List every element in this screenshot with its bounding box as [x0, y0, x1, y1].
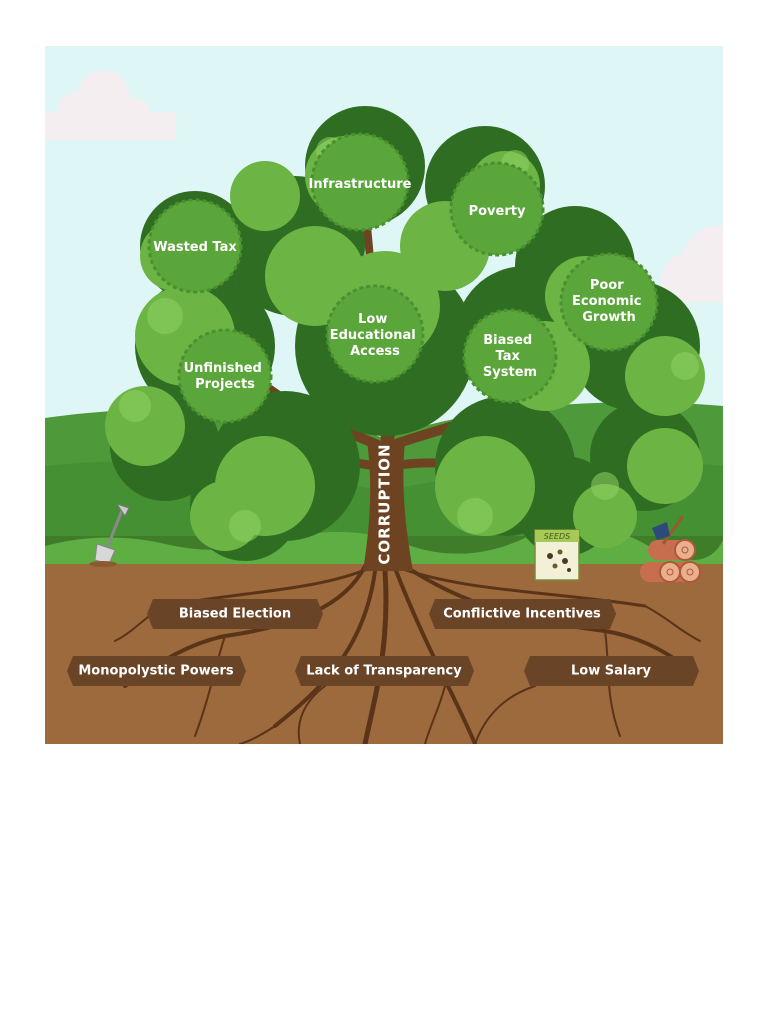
- svg-text:Unfinished Projects: Unfinished Projects: [184, 361, 267, 392]
- cause-conflictive-incentives: Conflictive Incentives: [429, 599, 616, 629]
- effect-label: Poverty: [469, 204, 526, 219]
- svg-text:Biased Tax: Biased Tax System: [483, 333, 537, 380]
- svg-text:Low Educational: Low Educational Access: [330, 312, 421, 359]
- cause-label: Low Salary: [571, 664, 652, 679]
- tree-illustration: Wasted Tax Infrastructure Poverty Poor E…: [45, 46, 723, 744]
- axe-icon: [652, 515, 685, 545]
- effect-label: Growth: [582, 310, 636, 325]
- effect-label: Tax: [496, 349, 521, 364]
- svg-text:Poor Economic: Poor Economic Growth: [572, 278, 646, 325]
- effect-label: Poor: [590, 278, 624, 293]
- effect-infrastructure: Infrastructure: [309, 132, 412, 232]
- svg-text:Infrastructure: Infrastructure: [309, 177, 412, 192]
- effect-label: Wasted Tax: [153, 240, 237, 255]
- effect-label: Educational: [330, 328, 416, 343]
- effect-unfinished-projects: Unfinished Projects: [177, 328, 273, 424]
- effect-label: Projects: [195, 377, 255, 392]
- effect-wasted-tax: Wasted Tax: [147, 198, 243, 294]
- effect-biased-tax-system: Biased Tax System: [462, 308, 558, 404]
- cause-label: Biased Election: [179, 607, 291, 622]
- effect-nodes: Wasted Tax Infrastructure Poverty Poor E…: [147, 132, 659, 424]
- shovel-icon: [89, 503, 130, 567]
- effect-label: Economic: [572, 294, 641, 309]
- effect-low-educational-access: Low Educational Access: [325, 284, 425, 384]
- effect-label: Biased: [483, 333, 532, 348]
- svg-text:Poverty: Poverty: [469, 204, 526, 219]
- cause-lack-of-transparency: Lack of Transparency: [295, 656, 474, 686]
- cause-label: Monopolystic Powers: [78, 664, 234, 679]
- cause-label: Conflictive Incentives: [443, 607, 601, 622]
- cause-label: Lack of Transparency: [306, 664, 462, 679]
- cloud-left: [45, 70, 175, 140]
- log-pile-icon: [640, 539, 701, 583]
- cause-monopolystic-powers: Monopolystic Powers: [67, 656, 246, 686]
- cause-low-salary: Low Salary: [524, 656, 699, 686]
- seed-packet-label: SEEDS: [544, 532, 570, 541]
- trunk-label: CORRUPTION: [376, 443, 394, 564]
- effect-label: System: [483, 365, 537, 380]
- effect-poor-economic-growth: Poor Economic Growth: [559, 252, 659, 352]
- seed-packet-icon: SEEDS: [534, 529, 580, 581]
- svg-text:Wasted Tax: Wasted Tax: [153, 240, 237, 255]
- cloud-right: [661, 226, 723, 302]
- effect-label: Low: [358, 312, 387, 327]
- effect-label: Infrastructure: [309, 177, 412, 192]
- corruption-tree-diagram: Wasted Tax Infrastructure Poverty Poor E…: [45, 46, 723, 744]
- effect-label: Access: [350, 344, 400, 359]
- cause-biased-election: Biased Election: [147, 599, 323, 629]
- trunk: [363, 441, 413, 571]
- cause-signs: Biased Election Conflictive Incentives M…: [67, 599, 699, 686]
- effect-poverty: Poverty: [449, 161, 545, 257]
- effect-label: Unfinished: [184, 361, 262, 376]
